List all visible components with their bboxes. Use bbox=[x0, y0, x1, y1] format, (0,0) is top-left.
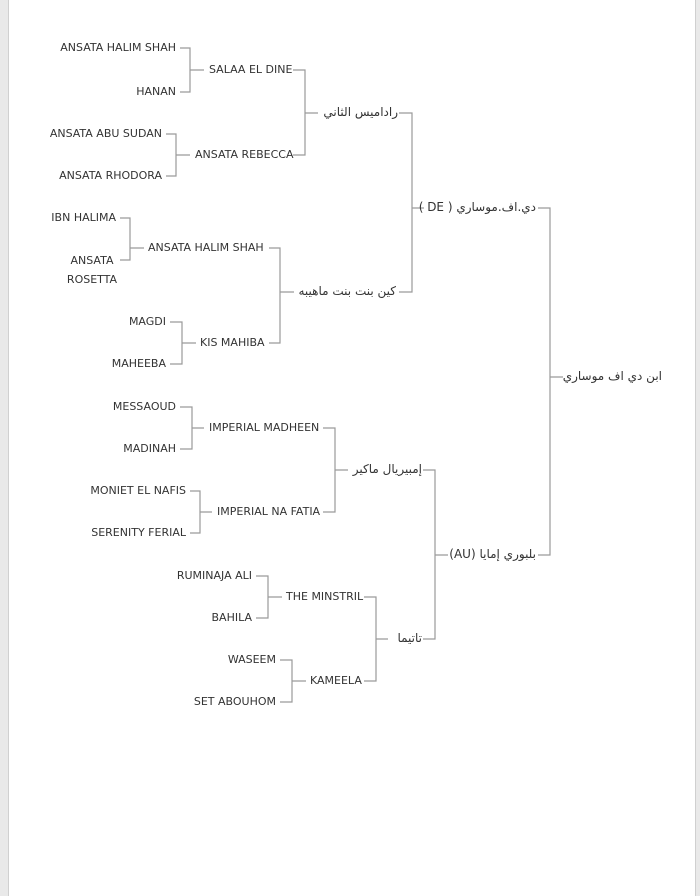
connector-imperial-madheen bbox=[180, 406, 204, 450]
ancestor-messaoud: MESSAOUD bbox=[112, 400, 176, 413]
ancestor-radamis-2: رادامیس الثاني bbox=[323, 105, 398, 119]
connector-keen bbox=[269, 247, 294, 344]
ancestor-salaa-el-dine: SALAA EL DINE bbox=[209, 63, 293, 76]
ancestor-magdi: MAGDI bbox=[128, 315, 166, 328]
subject-horse: ابن دي اف موساري bbox=[562, 369, 662, 383]
connector-the-minstril bbox=[256, 575, 282, 619]
connector-kameela bbox=[280, 659, 306, 703]
ancestor-imperial-madheen: IMPERIAL MADHEEN bbox=[209, 421, 320, 434]
ancestor-kis-mahiba: KIS MAHIBA bbox=[200, 336, 265, 349]
connector-imperial-makir bbox=[323, 427, 348, 513]
dam-balbouri-imaya: بلبوري إمايا (AU) bbox=[449, 547, 536, 561]
ancestor-bahila: BAHILA bbox=[211, 611, 253, 624]
connector-imperial-na-fatia bbox=[190, 490, 212, 534]
site-watermark bbox=[568, 858, 690, 888]
ancestor-madinah: MADINAH bbox=[123, 442, 176, 455]
sire-df-mosari: دي.اف.موساري ( DE ) bbox=[418, 200, 536, 214]
ancestor-imperial-na-fatia: IMPERIAL NA FATIA bbox=[217, 505, 321, 518]
connector-dam bbox=[423, 469, 448, 640]
ancestor-waseem: WASEEM bbox=[227, 653, 276, 666]
ancestor-ansata-rhodora: ANSATA RHODORA bbox=[59, 169, 162, 182]
ancestor-tatima: تاتيما bbox=[397, 631, 422, 645]
ancestor-imperial-makir: إمبيريال ماكير bbox=[352, 462, 422, 476]
ancestor-hanan: HANAN bbox=[136, 85, 176, 98]
ancestor-maheeba: MAHEEBA bbox=[111, 357, 166, 370]
ancestor-the-minstril: THE MINSTRIL bbox=[286, 590, 364, 603]
connector-kis-mahiba bbox=[170, 321, 196, 365]
connector-root bbox=[538, 207, 563, 556]
ancestor-kameela: KAMEELA bbox=[310, 674, 362, 687]
connector-sire bbox=[399, 112, 424, 293]
connector-salaa-el-dine bbox=[180, 47, 204, 93]
connector-ansata-rebecca bbox=[166, 133, 190, 177]
connector-ansata-halim-shah bbox=[120, 217, 144, 261]
ancestor-moniet-el-nafis: MONIET EL NAFIS bbox=[90, 484, 186, 497]
ancestor-ansata-abu-sudan: ANSATA ABU SUDAN bbox=[49, 127, 162, 140]
ancestor-ansata-halim-shah-top: ANSATA HALIM SHAH bbox=[60, 41, 176, 54]
ancestor-ansata-rosetta-line2: ROSETTA bbox=[66, 273, 118, 286]
ancestor-serenity-ferial: SERENITY FERIAL bbox=[91, 526, 186, 539]
ancestor-ruminaja-ali: RUMINAJA ALI bbox=[176, 569, 252, 582]
ancestor-ibn-halima: IBN HALIMA bbox=[51, 211, 116, 224]
ancestor-ansata-halim-shah: ANSATA HALIM SHAH bbox=[148, 241, 264, 254]
ancestor-keen-bint: كين بنت بنت ماهيبه bbox=[298, 284, 397, 298]
pedigree-sheet bbox=[8, 0, 696, 896]
connector-tatima bbox=[364, 596, 388, 682]
ancestor-ansata-rosetta-line1: ANSATA bbox=[70, 254, 114, 267]
ancestor-ansata-rebecca: ANSATA REBECCA bbox=[195, 148, 294, 161]
connector-radamis bbox=[293, 69, 318, 156]
ancestor-set-abouhom: SET ABOUHOM bbox=[193, 695, 276, 708]
